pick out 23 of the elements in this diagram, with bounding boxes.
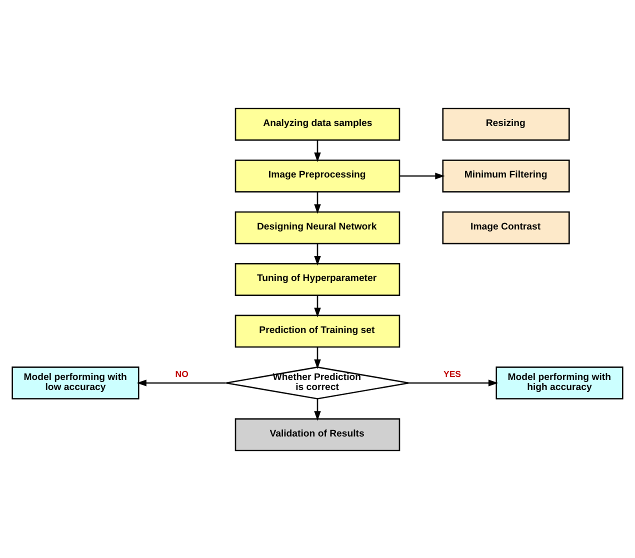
node-diamond: Whether Prediction is correct: [225, 366, 410, 399]
node-box: Prediction of Training set: [234, 314, 400, 348]
arrow: [314, 191, 321, 214]
node-box: Model performing with low accuracy: [12, 366, 140, 399]
arrow: [314, 346, 321, 369]
node-box: Image Preprocessing: [234, 159, 400, 192]
arrow: [136, 379, 226, 386]
node-box: Minimum Filtering: [442, 159, 570, 192]
arrow: [314, 243, 321, 266]
node-box: Analyzing data samples: [234, 107, 400, 140]
edge-label: YES: [443, 368, 462, 378]
node-box: Model performing with high accuracy: [496, 366, 624, 399]
arrow: [314, 398, 321, 420]
node-box: Image Contrast: [442, 210, 570, 244]
node-box: Tuning of Hyperparameter: [234, 262, 400, 296]
node-box: Validation of Results: [234, 418, 400, 451]
arrow: [400, 172, 445, 179]
arrow: [409, 379, 498, 386]
arrow: [314, 140, 321, 162]
node-box: Resizing: [442, 107, 570, 140]
edge-label: NO: [175, 368, 188, 378]
arrow: [314, 294, 321, 317]
node-box: Designing Neural Network: [234, 210, 400, 244]
